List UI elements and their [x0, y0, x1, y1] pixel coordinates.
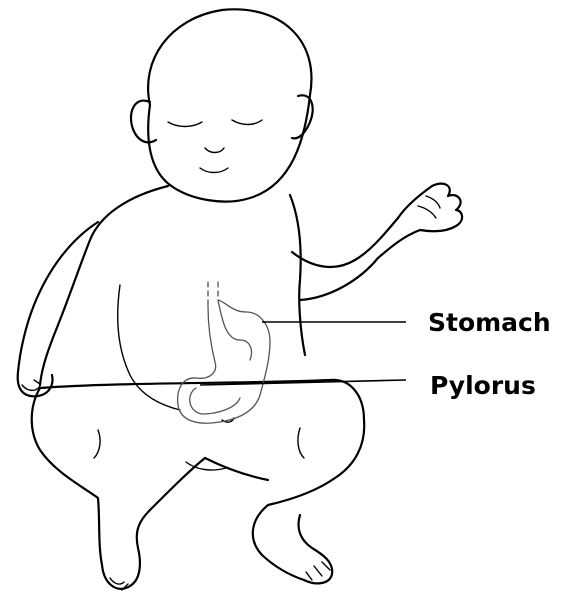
mouth: [200, 168, 228, 173]
head-outline: [148, 9, 311, 201]
left-hand-fingers: [22, 380, 40, 390]
stomach-organ: [178, 282, 270, 423]
left-knee-fold: [94, 430, 100, 458]
infant-head: [131, 9, 313, 201]
right-knee-fold: [298, 428, 304, 458]
right-arm: [292, 184, 462, 300]
left-eye: [168, 122, 202, 127]
right-leg: [205, 420, 364, 583]
abdomen-line: [118, 285, 180, 410]
right-eye: [232, 120, 262, 125]
right-foot-toes: [306, 562, 330, 580]
infant-legs: [32, 380, 364, 590]
nose: [205, 148, 224, 153]
right-hand-detail: [418, 196, 440, 218]
torso-outline: [40, 186, 305, 385]
pylorus-label: Pylorus: [430, 371, 536, 400]
pylorus-channel: [190, 388, 240, 414]
stomach-label: Stomach: [428, 308, 551, 337]
left-ear: [131, 101, 156, 143]
left-leg: [32, 388, 205, 589]
stomach-outline: [178, 300, 270, 423]
